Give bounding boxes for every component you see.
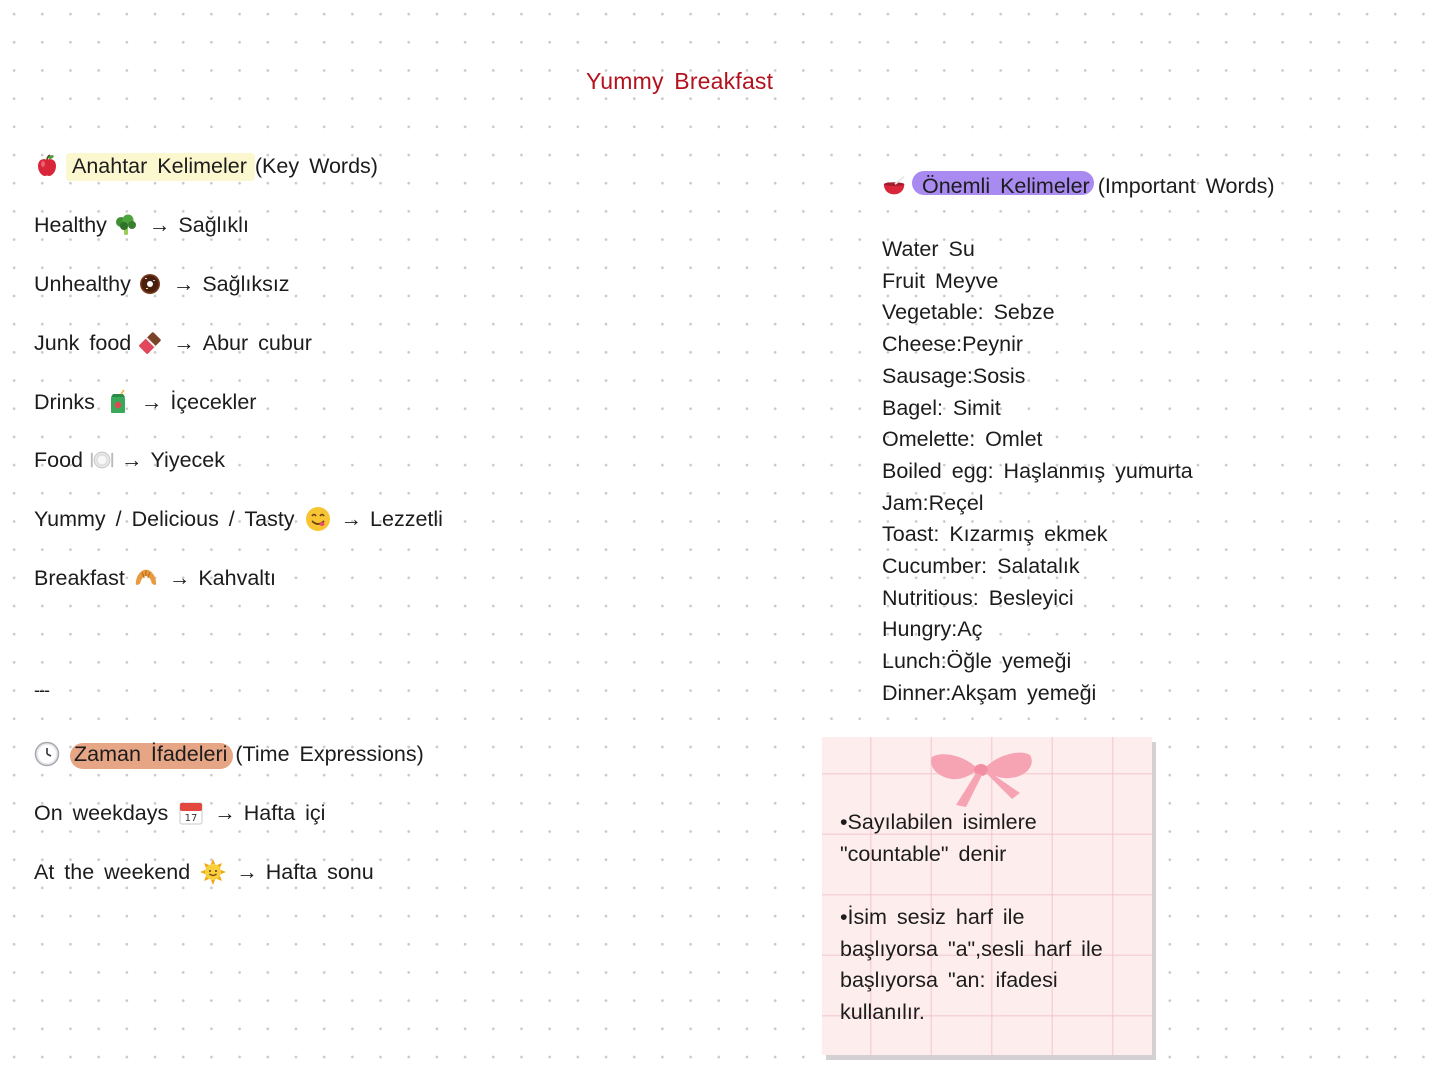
time-expression-row: On weekdays 17 → Hafta içi <box>34 798 325 828</box>
sticky-note: •Sayılabilen isimlere "countable" denir … <box>822 737 1152 1055</box>
arrow-icon: → <box>173 331 195 355</box>
important-words-list: Water Su Fruit Meyve Vegetable: Sebze Ch… <box>882 234 1193 710</box>
calendar-icon: 17 <box>178 800 204 826</box>
list-item: Lunch:Öğle yemeği <box>882 649 1072 674</box>
pink-bow-icon <box>930 752 1032 807</box>
arrow-icon: → <box>168 566 191 590</box>
turkish-phrase: Hafta sonu <box>265 860 374 884</box>
key-words-heading: Anahtar Kelimeler (Key Words) <box>34 151 378 181</box>
key-word-row: Yummy / Delicious / Tasty → Lezzetli <box>34 504 443 534</box>
turkish-word: Yiyecek <box>150 448 225 472</box>
note-countable-text: •Sayılabilen isimlere "countable" denir <box>840 810 1037 866</box>
key-word-row: Junk food → Abur cubur <box>34 328 312 358</box>
key-words-heading-english: (Key Words) <box>254 154 378 178</box>
list-item: Fruit Meyve <box>882 268 999 293</box>
list-item: Boiled egg: Haşlanmış yumurta <box>882 458 1193 483</box>
important-words-heading: Önemli Kelimeler (Important Words) <box>882 171 1275 201</box>
yum-face-icon <box>305 506 331 532</box>
page-title: Yummy Breakfast <box>586 68 774 94</box>
key-word-row: Drinks → İçecekler <box>34 387 256 417</box>
important-words-heading-highlight: Önemli Kelimeler <box>912 171 1094 201</box>
plate-cutlery-icon <box>89 447 115 473</box>
english-word: Healthy <box>34 213 107 237</box>
arrow-icon: → <box>172 272 195 296</box>
arrow-icon: → <box>148 213 171 237</box>
chocolate-bar-icon <box>137 330 163 356</box>
english-word: Breakfast <box>34 566 125 590</box>
key-word-row: Food → Yiyecek <box>34 445 225 475</box>
arrow-icon: → <box>236 860 258 884</box>
arrow-icon: → <box>140 390 163 414</box>
english-phrase: On weekdays <box>34 801 169 825</box>
donut-icon <box>137 271 163 297</box>
list-item: Cheese:Peynir <box>882 332 1024 357</box>
svg-text:17: 17 <box>185 813 198 824</box>
croissant-icon <box>133 565 159 591</box>
sun-face-icon <box>200 859 227 885</box>
turkish-phrase: Hafta içi <box>243 801 326 825</box>
list-item: Water Su <box>882 237 975 261</box>
list-item: Nutritious: Besleyici <box>882 585 1074 610</box>
turkish-word: Sağlıklı <box>178 213 249 237</box>
list-item: Dinner:Akşam yemeği <box>882 680 1097 705</box>
key-words-heading-highlight: Anahtar Kelimeler <box>66 151 255 181</box>
key-word-row: Breakfast → Kahvaltı <box>34 563 276 593</box>
turkish-word: Lezzetli <box>370 507 443 531</box>
list-item: Bagel: Simit <box>882 395 1001 420</box>
turkish-word: İçecekler <box>170 390 257 414</box>
english-phrase: At the weekend <box>34 860 191 884</box>
english-word: Unhealthy <box>34 272 131 296</box>
time-expressions-heading-highlight: Zaman İfadeleri <box>69 739 234 769</box>
english-word: Junk food <box>34 331 132 355</box>
list-item: Hungry:Aç <box>882 617 983 642</box>
list-item: Cucumber: Salatalık <box>882 554 1080 579</box>
list-item: Sausage:Sosis <box>882 363 1026 388</box>
turkish-word: Kahvaltı <box>198 566 277 590</box>
list-item: Jam:Reçel <box>882 490 984 515</box>
arrow-icon: → <box>121 448 143 472</box>
turkish-word: Sağlıksız <box>202 272 290 296</box>
time-expressions-heading: Zaman İfadeleri (Time Expressions) <box>34 739 424 769</box>
key-word-row: Unhealthy → Sağlıksız <box>34 269 290 299</box>
english-word: Drinks <box>34 390 95 414</box>
juice-box-icon <box>105 389 131 415</box>
time-expressions-heading-english: (Time Expressions) <box>235 742 424 766</box>
clock-icon <box>34 741 60 767</box>
turkish-word: Abur cubur <box>202 331 312 355</box>
list-item: Vegetable: Sebze <box>882 300 1055 325</box>
red-apple-icon <box>34 153 60 179</box>
time-expression-row: At the weekend → Hafta sonu <box>34 857 374 887</box>
separator: --- <box>34 680 50 700</box>
bowl-spoon-icon <box>882 173 908 199</box>
arrow-icon: → <box>340 507 363 531</box>
list-item: Omelette: Omlet <box>882 427 1043 452</box>
key-word-row: Healthy → Sağlıklı <box>34 210 249 240</box>
note-article-text: •İsim sesiz harf ile başlıyorsa "a",sesl… <box>840 905 1103 1024</box>
broccoli-icon <box>113 212 139 238</box>
english-word: Food <box>34 448 84 472</box>
list-item: Toast: Kızarmış ekmek <box>882 522 1108 547</box>
arrow-icon: → <box>214 801 236 825</box>
english-word: Yummy / Delicious / Tasty <box>34 507 295 531</box>
important-words-heading-english: (Important Words) <box>1097 174 1275 198</box>
